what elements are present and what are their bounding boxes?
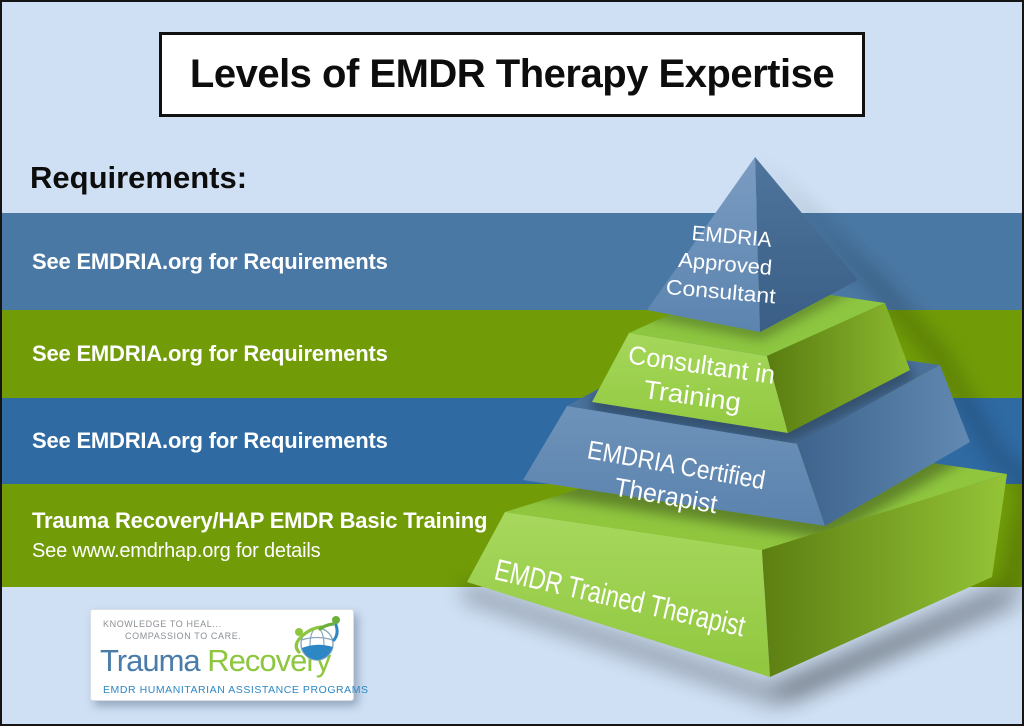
requirement-text-2: See EMDRIA.org for Requirements	[32, 341, 388, 366]
label-level1: EMDRIA Approved Consultant	[665, 222, 777, 308]
trauma-recovery-logo: KNOWLEDGE TO HEAL... COMPASSION TO CARE.…	[90, 609, 368, 701]
pyramid-level-consultant-in-training	[592, 282, 910, 433]
level1-right-face	[755, 157, 858, 332]
logo-tagline-2: COMPASSION TO CARE.	[125, 631, 242, 641]
level3-side-face	[797, 365, 970, 526]
logo-tagline-1: KNOWLEDGE TO HEAL...	[103, 619, 222, 629]
level3-front-face	[523, 406, 825, 526]
level4-front-face	[467, 512, 770, 677]
requirement-text-3: See EMDRIA.org for Requirements	[32, 428, 388, 453]
page-title: Levels of EMDR Therapy Expertise	[189, 52, 835, 96]
logo-word-trauma: Trauma	[100, 643, 201, 678]
level4-side-face	[762, 474, 1007, 677]
requirement-text-1: See EMDRIA.org for Requirements	[32, 248, 388, 274]
pyramid-ground-shadow	[460, 582, 1007, 708]
globe-icon	[294, 616, 340, 661]
title-box: Levels of EMDR Therapy Expertise	[159, 32, 865, 117]
requirement-subtitle-4: See www.emdrhap.org for details	[32, 540, 321, 562]
level1-left-face	[647, 157, 760, 332]
requirement-title-4: Trauma Recovery/HAP EMDR Basic Training	[32, 508, 488, 533]
requirements-heading: Requirements:	[30, 160, 248, 195]
logo-subtitle: EMDR HUMANITARIAN ASSISTANCE PROGRAMS	[103, 684, 369, 696]
pyramid-level-emdria-approved-consultant	[647, 157, 858, 332]
level2-side-face	[767, 303, 910, 433]
level2-front-face	[592, 333, 788, 433]
